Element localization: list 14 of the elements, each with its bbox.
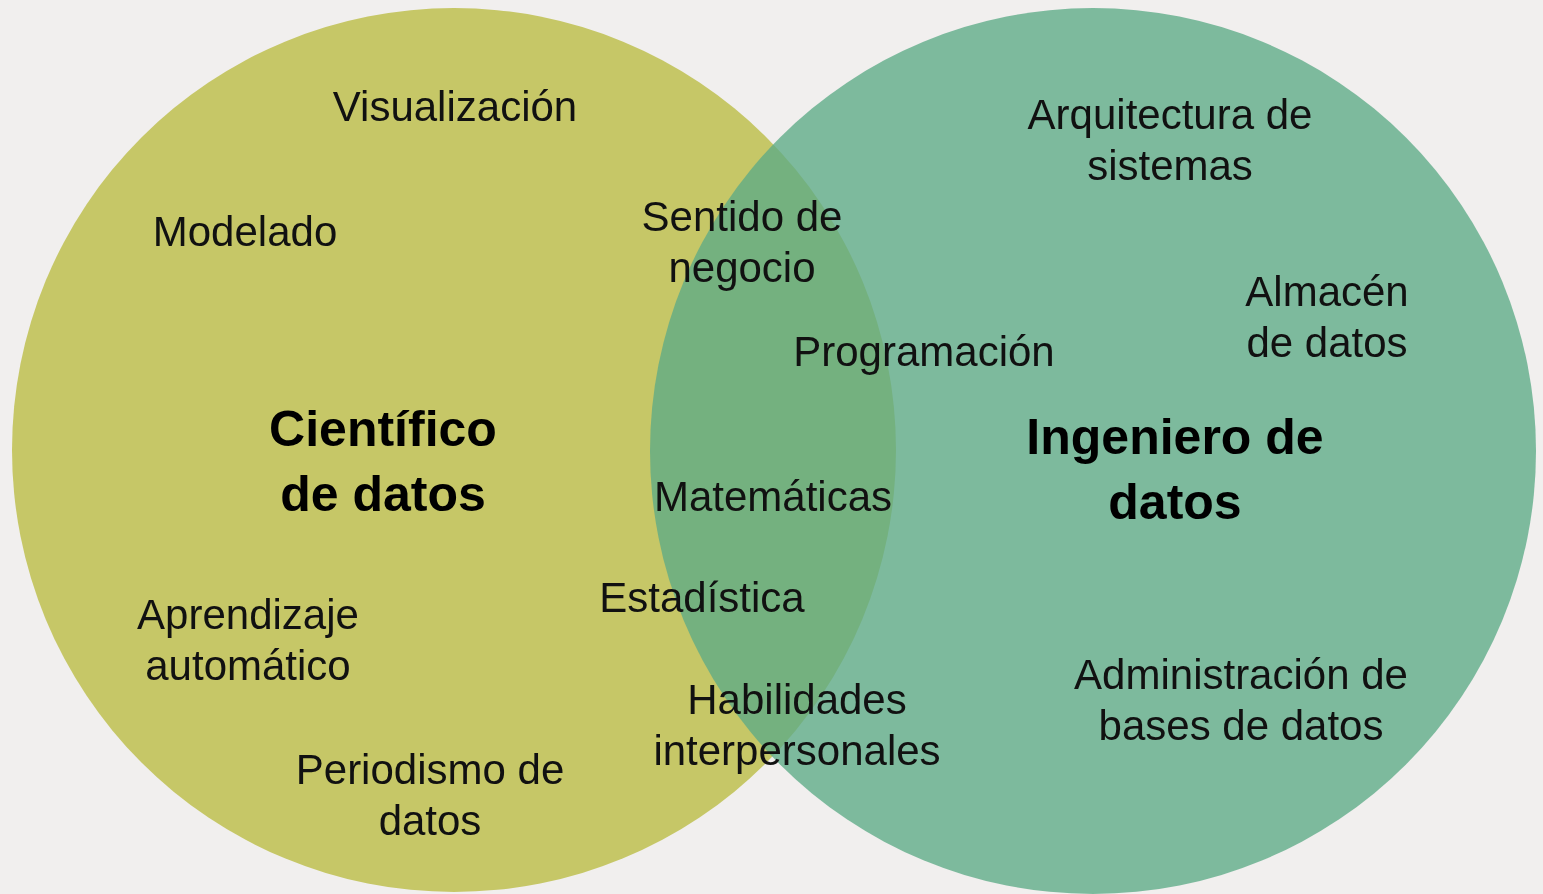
skill-label: Arquitectura de sistemas bbox=[1026, 89, 1314, 191]
skill-label: Modelado bbox=[151, 207, 339, 258]
skill-label: Periodismo de datos bbox=[295, 744, 565, 846]
skill-label: Programación bbox=[792, 327, 1056, 378]
role-heading: Ingeniero de datos bbox=[1025, 408, 1325, 532]
skill-label: Almacén de datos bbox=[1244, 266, 1410, 368]
skill-label: Habilidades interpersonales bbox=[652, 674, 942, 776]
skill-label: Estadística bbox=[598, 573, 806, 624]
skill-label: Matemáticas bbox=[652, 472, 894, 523]
skill-label: Visualización bbox=[331, 82, 579, 133]
role-heading: Científico de datos bbox=[268, 400, 498, 524]
skill-label: Aprendizaje automático bbox=[136, 589, 360, 691]
skill-label: Administración de bases de datos bbox=[1073, 649, 1409, 751]
skill-label: Sentido de negocio bbox=[640, 191, 844, 293]
